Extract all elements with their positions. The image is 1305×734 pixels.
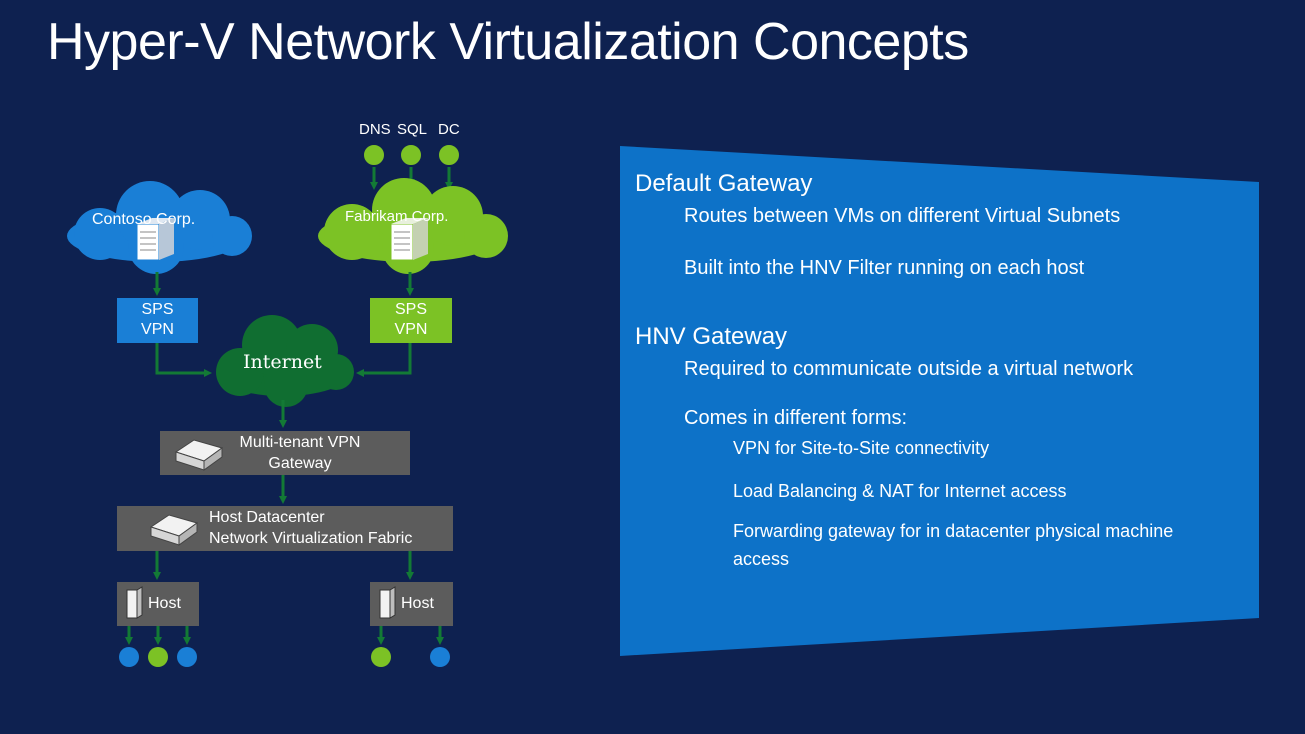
internet-label: Internet xyxy=(243,351,322,373)
fabrikam-label: Fabrikam Corp. xyxy=(345,208,449,225)
vpn-left-line1: SPS xyxy=(141,301,174,318)
default-gateway-item-2: Built into the HNV Filter running on eac… xyxy=(684,257,1085,279)
vpn-right-line2: VPN xyxy=(394,321,428,338)
dns-dot xyxy=(362,143,386,167)
vpn-left-line2: VPN xyxy=(141,321,174,338)
gateway-device-icon xyxy=(174,439,224,471)
page-title: Hyper-V Network Virtualization Concepts xyxy=(47,13,969,71)
host-left-server-icon xyxy=(126,586,143,619)
fabrikam-server-icon xyxy=(390,218,428,261)
info-panel xyxy=(620,146,1259,656)
service-label-dc: DC xyxy=(438,121,460,138)
fabric-device-icon xyxy=(149,514,199,546)
default-gateway-item-1: Routes between VMs on different Virtual … xyxy=(684,205,1121,227)
vm-dot-contoso xyxy=(177,647,197,667)
hnv-form-3-line2: access xyxy=(733,549,790,569)
fabric-host-arrows xyxy=(153,551,414,580)
hnv-form-1: VPN for Site-to-Site connectivity xyxy=(733,438,990,458)
vpn-internet-arrows xyxy=(155,343,412,377)
vpn-box-right xyxy=(370,298,452,343)
host-left-label: Host xyxy=(148,595,181,612)
host-vm-arrows xyxy=(125,626,444,645)
vm-dot-fabrikam xyxy=(148,647,168,667)
vm-dot-contoso xyxy=(119,647,139,667)
host-right-server-icon xyxy=(379,586,396,619)
contoso-label: Contoso Corp. xyxy=(92,211,196,228)
hnv-form-2: Load Balancing & NAT for Internet access xyxy=(733,481,1067,501)
sql-dot xyxy=(399,143,423,167)
contoso-server-icon xyxy=(136,218,174,261)
dc-dot xyxy=(437,143,461,167)
service-label-dns: DNS xyxy=(359,121,391,138)
vpn-box-left xyxy=(117,298,198,343)
hnv-form-3-line1: Forwarding gateway for in datacenter phy… xyxy=(733,521,1174,541)
vm-dot-contoso xyxy=(430,647,450,667)
default-gateway-heading: Default Gateway xyxy=(635,170,813,197)
service-label-sql: SQL xyxy=(397,121,428,138)
vm-dot-fabrikam xyxy=(371,647,391,667)
internet-cloud xyxy=(216,315,354,407)
fabric-line2: Network Virtualization Fabric xyxy=(209,530,413,547)
gateway-line1: Multi-tenant VPN xyxy=(239,434,361,451)
hnv-gateway-item-1: Required to communicate outside a virtua… xyxy=(684,358,1134,380)
gateway-line2: Gateway xyxy=(268,455,332,472)
cloud-vpn-arrows xyxy=(153,272,414,296)
fabric-line1: Host Datacenter xyxy=(209,509,325,526)
hnv-gateway-item-2: Comes in different forms: xyxy=(684,407,908,429)
hnv-gateway-heading: HNV Gateway xyxy=(635,323,788,350)
vpn-right-line1: SPS xyxy=(394,301,427,318)
host-right-label: Host xyxy=(401,595,434,612)
